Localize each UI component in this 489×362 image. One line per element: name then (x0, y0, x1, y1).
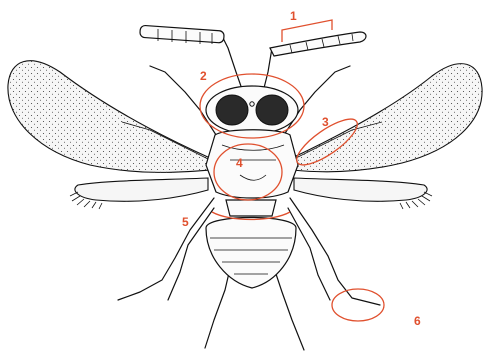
abdomen (206, 200, 296, 288)
ellipse-marker-6 (332, 289, 384, 321)
left-hindwing (70, 178, 208, 209)
label-5: 5 (182, 215, 189, 229)
label-3: 3 (322, 115, 329, 129)
label-6: 6 (414, 314, 421, 328)
label-2: 2 (200, 69, 207, 83)
head (206, 86, 298, 134)
right-hindwing (294, 178, 432, 209)
label-1: 1 (290, 9, 297, 23)
right-forewing (292, 64, 482, 172)
label-4: 4 (236, 156, 243, 170)
antennae (140, 25, 366, 92)
left-forewing (8, 61, 210, 173)
